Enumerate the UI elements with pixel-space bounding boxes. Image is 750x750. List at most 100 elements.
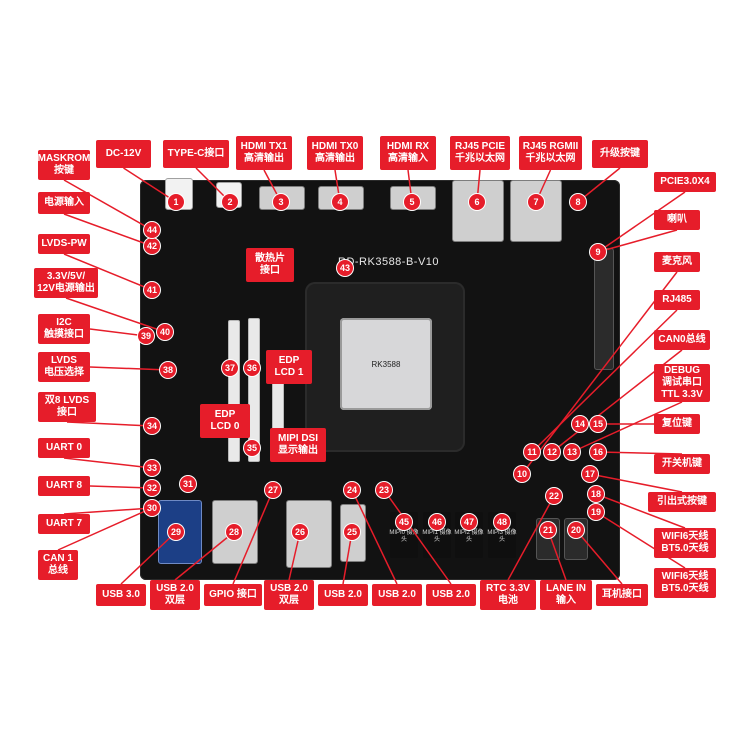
pcie-slot xyxy=(594,248,614,370)
callout-reset-key: 复位键 xyxy=(654,414,700,434)
marker-26: 26 xyxy=(292,524,308,540)
marker-37: 37 xyxy=(222,360,238,376)
callout-line: USB 2.0 xyxy=(324,589,362,600)
callout-heatsink: 散热片接口 xyxy=(246,248,294,282)
marker-12: 12 xyxy=(544,444,560,460)
callout-usb30: USB 3.0 xyxy=(96,584,146,606)
callout-line: UART 7 xyxy=(45,518,83,529)
board-silkscreen: RD-RK3588-B-V10 xyxy=(338,256,440,268)
soc-chip: RK3588 xyxy=(340,318,432,410)
callout-line: 散热片 xyxy=(255,253,285,264)
callout-external-key: 引出式按键 xyxy=(648,492,716,512)
callout-uart7: UART 7 xyxy=(38,514,90,534)
marker-13: 13 xyxy=(564,444,580,460)
callout-typec: TYPE-C接口 xyxy=(163,140,229,168)
callout-line: 开关机键 xyxy=(662,458,702,469)
marker-36: 36 xyxy=(244,360,260,376)
marker-8: 8 xyxy=(570,194,586,210)
marker-32: 32 xyxy=(144,480,160,496)
callout-line: HDMI RX xyxy=(386,141,430,152)
callout-uart0: UART 0 xyxy=(38,438,90,458)
callout-line: 接口 xyxy=(57,407,77,418)
callout-line: WIFI6天线 xyxy=(661,571,709,582)
callout-line: I2C xyxy=(56,317,72,328)
callout-power-key: 开关机键 xyxy=(654,454,710,474)
callout-line: 麦克风 xyxy=(662,256,692,267)
callout-line: 复位键 xyxy=(662,418,692,429)
callout-dc-12v: DC-12V xyxy=(96,140,151,168)
callout-mic: 麦克风 xyxy=(654,252,700,272)
callout-line: TTL 3.3V xyxy=(661,389,703,400)
marker-3: 3 xyxy=(273,194,289,210)
callout-line: 喇叭 xyxy=(667,214,687,225)
callout-line: 引出式按键 xyxy=(657,496,707,507)
marker-4: 4 xyxy=(332,194,348,210)
callout-line: USB 2.0 xyxy=(156,583,194,594)
callout-line: USB 2.0 xyxy=(378,589,416,600)
marker-23: 23 xyxy=(376,482,392,498)
callout-line: 电压选择 xyxy=(44,367,84,378)
callout-lvds-pw: LVDS-PW xyxy=(38,234,90,254)
marker-39: 39 xyxy=(138,328,154,344)
callout-line: USB 3.0 xyxy=(102,589,140,600)
callout-line: 接口 xyxy=(260,265,280,276)
marker-14: 14 xyxy=(572,416,588,432)
callout-line: LVDS xyxy=(51,355,77,366)
marker-27: 27 xyxy=(265,482,281,498)
callout-usb20-a: USB 2.0 xyxy=(318,584,368,606)
callout-line: EDP xyxy=(214,409,236,420)
callout-usb20-c: USB 2.0 xyxy=(426,584,476,606)
marker-19: 19 xyxy=(588,504,604,520)
mipi3-label: MIPI3 摄像头 xyxy=(487,530,517,543)
edp1-connector xyxy=(248,318,260,462)
marker-7: 7 xyxy=(528,194,544,210)
callout-line: 高清输入 xyxy=(388,153,428,164)
callout-line: 千兆以太网 xyxy=(525,153,576,164)
marker-29: 29 xyxy=(168,524,184,540)
callout-line: 双8 LVDS xyxy=(44,395,90,406)
marker-43: 43 xyxy=(337,260,353,276)
mipi0-label: MIPI0 摄像头 xyxy=(389,530,419,543)
callout-line: 总线 xyxy=(48,565,68,576)
callout-line: LCD 1 xyxy=(274,367,304,378)
marker-5: 5 xyxy=(404,194,420,210)
callout-line: WIFI6天线 xyxy=(661,531,709,542)
callout-line: 3.3V/5V/ xyxy=(46,271,86,282)
marker-17: 17 xyxy=(582,466,598,482)
callout-line: HDMI TX1 xyxy=(240,141,288,152)
marker-35: 35 xyxy=(244,440,260,456)
marker-22: 22 xyxy=(546,488,562,504)
callout-line: MIPI DSI xyxy=(277,433,318,444)
callout-line: CAN 1 xyxy=(42,553,73,564)
marker-9: 9 xyxy=(590,244,606,260)
marker-21: 21 xyxy=(540,522,556,538)
callout-usb20-b: USB 2.0 xyxy=(372,584,422,606)
callout-uart8: UART 8 xyxy=(38,476,90,496)
callout-line: TYPE-C接口 xyxy=(167,148,225,159)
marker-1: 1 xyxy=(168,194,184,210)
callout-line: MASKROM xyxy=(37,153,91,164)
callout-power-in: 电源输入 xyxy=(38,192,90,214)
marker-11: 11 xyxy=(524,444,540,460)
mipi1-label: MIPI1 摄像头 xyxy=(422,530,452,543)
mipi2-label: MIPI2 摄像头 xyxy=(454,530,484,543)
callout-line: BT5.0天线 xyxy=(661,583,709,594)
marker-10: 10 xyxy=(514,466,530,482)
callout-earphone: 耳机接口 xyxy=(596,584,648,606)
callout-line: HDMI TX0 xyxy=(311,141,359,152)
callout-rj485: RJ485 xyxy=(654,290,700,310)
marker-47: 47 xyxy=(461,514,477,530)
marker-48: 48 xyxy=(494,514,510,530)
marker-6: 6 xyxy=(469,194,485,210)
callout-line: 显示输出 xyxy=(278,445,318,456)
callout-line: USB 2.0 xyxy=(432,589,470,600)
marker-33: 33 xyxy=(144,460,160,476)
